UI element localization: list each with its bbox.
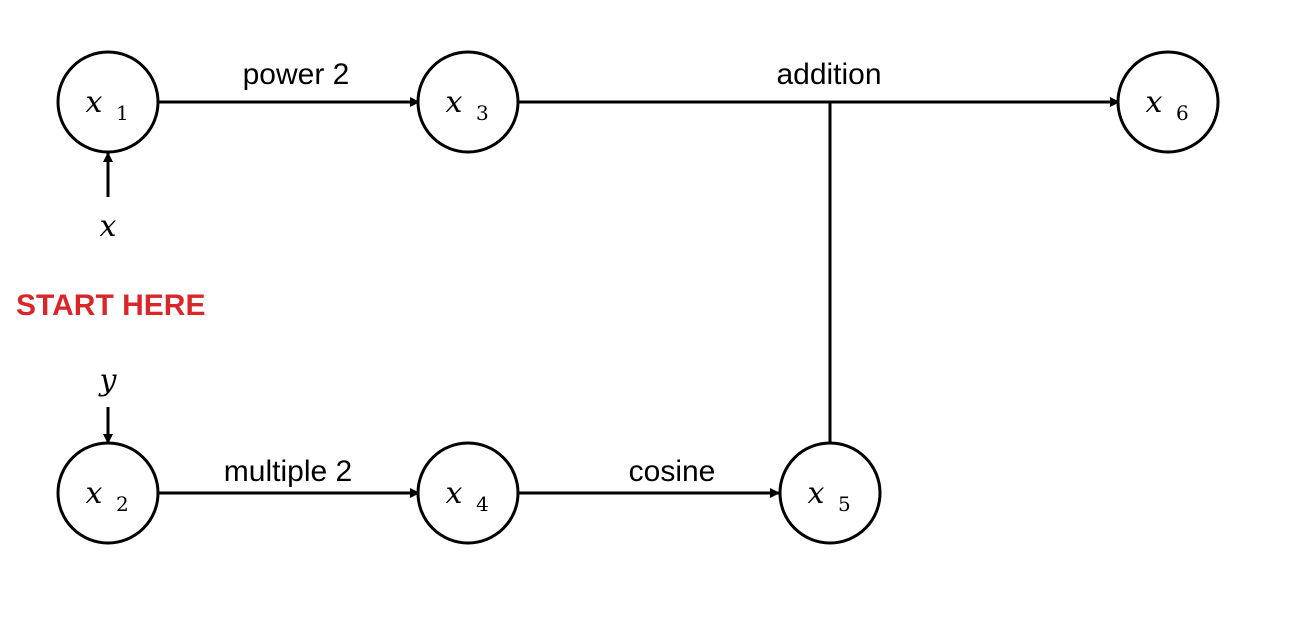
- node-x4-sub: 4: [476, 492, 489, 516]
- start-here-label: START HERE: [16, 289, 205, 322]
- node-x4-var: x: [446, 476, 463, 511]
- node-x1-sub: 1: [116, 101, 129, 125]
- svg-text:6: 6: [1176, 101, 1189, 125]
- edge-label-addition: addition: [776, 58, 881, 91]
- input-y-label: y: [98, 363, 118, 398]
- svg-text:x: x: [446, 85, 463, 120]
- node-x6: x 6: [1116, 50, 1220, 154]
- svg-text:x: x: [808, 476, 825, 511]
- node-x1: x 1: [56, 50, 160, 154]
- node-x1-var: x: [86, 85, 103, 120]
- node-x2-var: x: [86, 476, 103, 511]
- input-x-label: x: [100, 209, 117, 244]
- node-x6-sub: 6: [1176, 101, 1189, 125]
- edge-label-power2: power 2: [243, 58, 350, 91]
- svg-text:1: 1: [116, 101, 129, 125]
- node-x6-var: x: [1146, 85, 1163, 120]
- node-x4: x 4: [416, 441, 520, 545]
- node-x5: x 5: [778, 441, 882, 545]
- svg-text:2: 2: [116, 492, 129, 516]
- node-x2: x 2: [56, 441, 160, 545]
- svg-text:x: x: [446, 476, 463, 511]
- edge-label-cosine: cosine: [629, 455, 716, 488]
- svg-text:4: 4: [476, 492, 489, 516]
- svg-text:3: 3: [476, 101, 489, 125]
- node-x3-var: x: [446, 85, 463, 120]
- svg-text:5: 5: [838, 492, 851, 516]
- node-x5-sub: 5: [838, 492, 851, 516]
- edge-label-multiple2: multiple 2: [224, 455, 352, 488]
- node-x2-sub: 2: [116, 492, 129, 516]
- svg-text:x: x: [86, 85, 103, 120]
- node-x5-var: x: [808, 476, 825, 511]
- node-x3-sub: 3: [476, 101, 489, 125]
- svg-text:x: x: [86, 476, 103, 511]
- node-x3: x 3: [416, 50, 520, 154]
- svg-text:x: x: [1146, 85, 1163, 120]
